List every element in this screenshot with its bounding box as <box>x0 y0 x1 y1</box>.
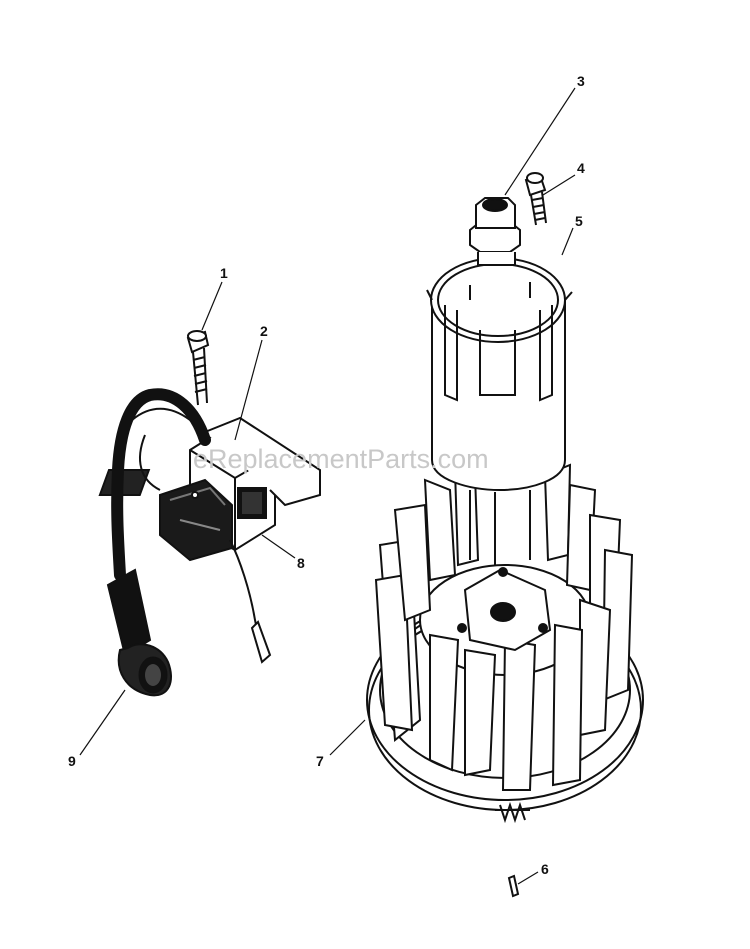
callout-4: 4 <box>577 160 585 176</box>
callout-3: 3 <box>577 73 585 89</box>
coil-mounting-screw <box>186 330 210 406</box>
ignition-coil <box>98 330 321 664</box>
callout-labels: 1 2 3 4 5 6 7 8 9 <box>68 73 585 877</box>
callout-6: 6 <box>541 861 549 877</box>
callout-7: 7 <box>316 753 324 769</box>
flywheel <box>366 463 644 824</box>
starter-cup <box>426 257 573 565</box>
flywheel-nut <box>469 197 521 266</box>
callout-1: 1 <box>220 265 228 281</box>
callout-9: 9 <box>68 753 76 769</box>
watermark-text: eReplacementParts.com <box>193 444 489 474</box>
leader-lines <box>79 87 576 885</box>
flywheel-key <box>507 874 520 898</box>
spark-plug-wire-and-boot <box>106 388 211 697</box>
callout-2: 2 <box>260 323 268 339</box>
starter-cup-screw <box>524 172 547 226</box>
callout-5: 5 <box>575 213 583 229</box>
callout-8: 8 <box>297 555 305 571</box>
